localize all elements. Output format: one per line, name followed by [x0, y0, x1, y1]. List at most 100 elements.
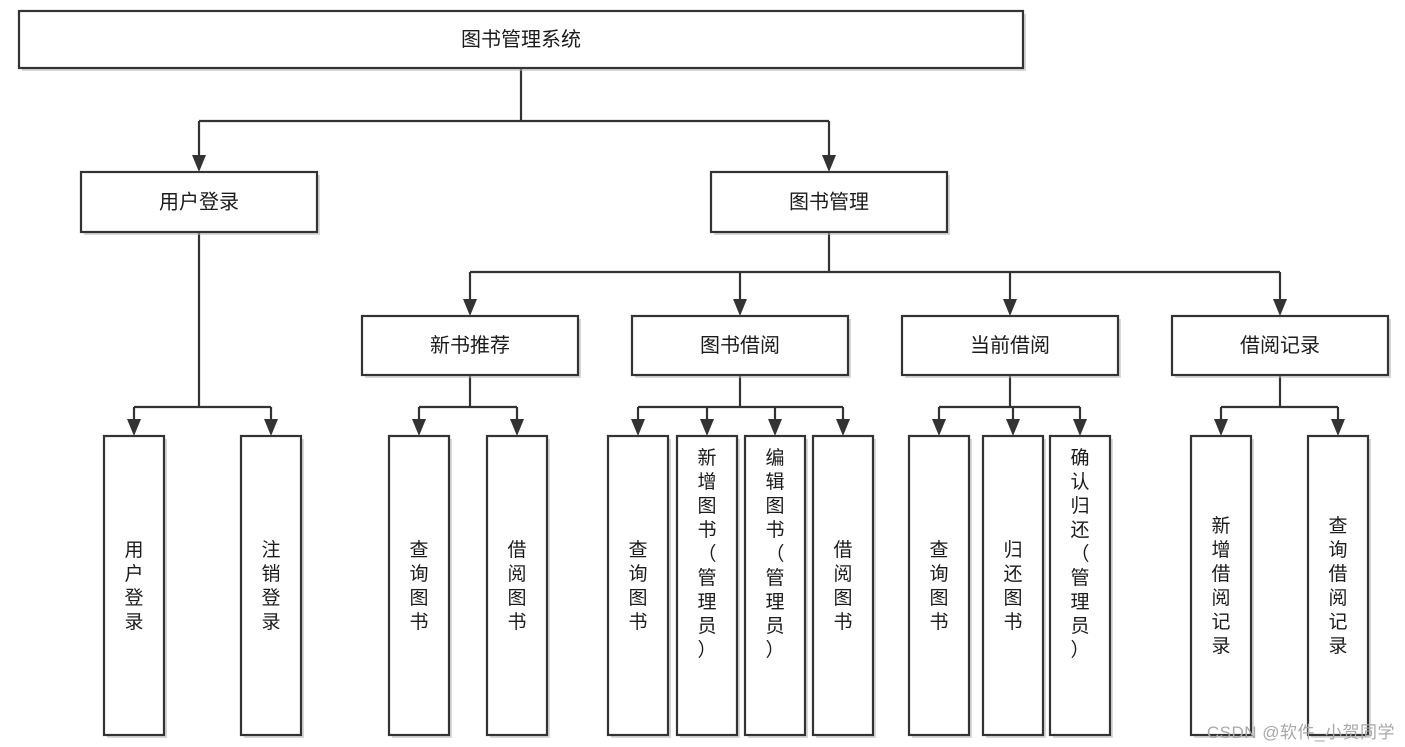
node-label-char: 图 — [697, 496, 716, 517]
node-label-char: ） — [697, 639, 716, 661]
node-label: 图书管理系统 — [461, 28, 581, 51]
node-rect — [485, 434, 549, 737]
arrow-head-icon — [1073, 419, 1087, 436]
node-borrow-record[interactable]: 借阅记录 — [1170, 314, 1391, 378]
node-label-char: （ — [765, 543, 784, 565]
node-root-system[interactable]: 图书管理系统 — [17, 9, 1026, 71]
node-label-char: 新 — [1211, 515, 1230, 537]
node-label: 新书推荐 — [430, 334, 510, 357]
node-label-char: 询 — [409, 563, 428, 585]
node-label-char: 确 — [1070, 447, 1089, 469]
node-book-borrow[interactable]: 图书借阅 — [630, 314, 851, 378]
node-label-char: 理 — [1070, 592, 1089, 613]
node-label-char: 认 — [1070, 471, 1089, 493]
node-rect — [1189, 434, 1253, 737]
node-label-char: ） — [1070, 639, 1089, 661]
node-label-char: 用 — [124, 540, 143, 561]
node-label-char: 阅 — [833, 563, 852, 585]
node-label-char: 归 — [1070, 495, 1089, 517]
node-label-char: （ — [1070, 543, 1089, 565]
node-rect — [900, 314, 1120, 377]
node-label-char: 图 — [929, 588, 948, 609]
node-label-char: 员 — [765, 616, 784, 637]
node-label-char: 借 — [507, 539, 526, 561]
node-label-char: 图 — [833, 588, 852, 609]
node-label-char: 注 — [261, 539, 280, 561]
node-label-char: 归 — [1003, 539, 1022, 561]
node-label-char: 书 — [1003, 611, 1022, 633]
node-rect — [981, 434, 1045, 737]
node-user-login[interactable]: 用户登录 — [79, 170, 320, 235]
node-new-book-recommend[interactable]: 新书推荐 — [360, 314, 581, 378]
arrow-head-icon — [264, 419, 278, 436]
node-label-char: 借 — [1211, 563, 1230, 585]
node-label-char: 记 — [1211, 611, 1230, 633]
node-label-char: 图 — [1003, 588, 1022, 609]
arrow-head-icon — [1003, 299, 1017, 316]
node-rect — [709, 170, 949, 234]
node-label-char: 辑 — [765, 471, 784, 493]
node-label-char: 阅 — [1211, 587, 1230, 609]
node-label-char: 书 — [697, 519, 716, 541]
node-label-char: 图 — [507, 588, 526, 609]
node-label: 图书借阅 — [700, 334, 780, 357]
node-leaf-user-login[interactable]: 用户登录 — [102, 434, 167, 738]
arrow-head-icon — [192, 155, 206, 172]
node-label-char: 书 — [765, 519, 784, 541]
node-current-borrow[interactable]: 当前借阅 — [900, 314, 1121, 378]
node-rect — [811, 434, 875, 737]
node-rect — [1170, 314, 1390, 377]
node-label-char: 阅 — [1328, 587, 1347, 609]
node-label-char: 销 — [261, 563, 280, 585]
node-rect — [360, 314, 580, 377]
node-label-char: 登 — [124, 587, 143, 609]
node-label-char: 户 — [124, 563, 143, 585]
arrow-head-icon — [127, 419, 141, 436]
node-rect — [102, 434, 166, 737]
node-label-char: 管 — [765, 567, 784, 589]
connectors-layer — [127, 68, 1345, 436]
node-label-char: 编 — [765, 447, 784, 469]
node-rect — [743, 434, 807, 737]
arrow-head-icon — [700, 419, 714, 436]
node-label-char: 查 — [409, 539, 428, 561]
node-label: 当前借阅 — [970, 334, 1050, 357]
node-label-char: 录 — [1211, 636, 1230, 657]
node-label-char: 借 — [833, 539, 852, 561]
node-rect — [17, 9, 1025, 70]
node-label-char: 书 — [929, 611, 948, 633]
node-label-char: 增 — [697, 471, 716, 493]
node-label-char: ） — [765, 639, 784, 661]
node-book-management[interactable]: 图书管理 — [709, 170, 950, 235]
node-label-char: 理 — [765, 592, 784, 613]
node-label: 借阅记录 — [1240, 334, 1320, 357]
node-label-char: 书 — [833, 611, 852, 633]
node-label-char: 录 — [124, 612, 143, 633]
node-label: 图书管理 — [789, 190, 869, 213]
node-rect — [239, 434, 303, 737]
node-label-char: 还 — [1070, 519, 1089, 541]
node-label-char: 查 — [929, 539, 948, 561]
node-label-char: 管 — [697, 567, 716, 589]
arrow-head-icon — [1006, 419, 1020, 436]
node-label-char: 新 — [697, 447, 716, 469]
csdn-watermark: CSDN @软件_小贺同学 — [1206, 723, 1395, 742]
node-label-char: 书 — [409, 611, 428, 633]
node-label-char: 员 — [1070, 616, 1089, 637]
boxes-layer: 图书管理系统用户登录图书管理新书推荐图书借阅当前借阅借阅记录用户登录注销登录查询… — [17, 9, 1391, 738]
node-rect — [1306, 434, 1370, 737]
